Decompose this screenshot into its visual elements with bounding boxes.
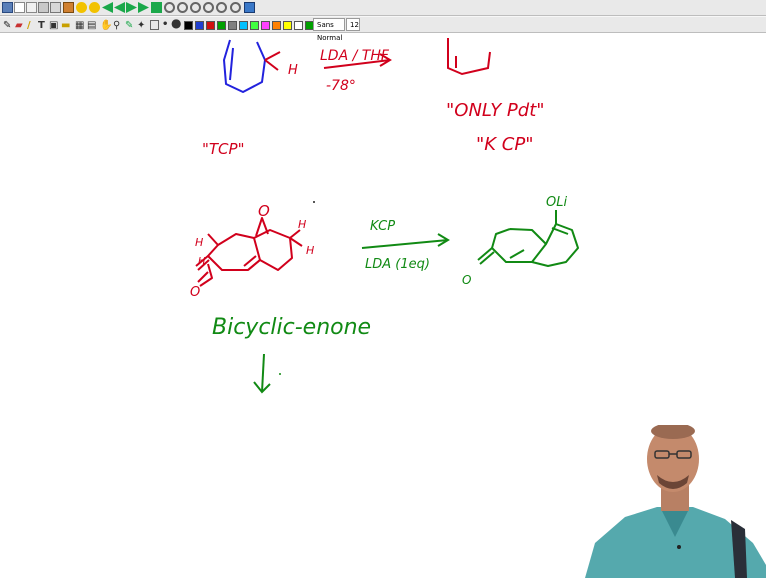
image-icon[interactable]: ▣: [49, 20, 59, 31]
shape-recognizer-icon[interactable]: ⚲: [113, 20, 121, 31]
arrow-reagent-top: KCP: [370, 219, 395, 234]
kinetic-control-label: "K CP": [476, 134, 534, 155]
color-white-swatch[interactable]: [294, 21, 303, 30]
zoom-fit-icon[interactable]: [190, 2, 201, 13]
enolate-oli-label: OLi: [546, 195, 567, 210]
last-page-icon[interactable]: [138, 2, 149, 13]
cut-icon[interactable]: [38, 2, 49, 13]
color-red-swatch[interactable]: [206, 21, 215, 30]
eraser-icon[interactable]: ▰: [15, 20, 23, 31]
first-page-icon[interactable]: [102, 2, 113, 13]
ink-layer: H LDA / THF -78° "ONLY Pdt" "K CP" "TCP": [190, 38, 579, 394]
undo-icon[interactable]: [76, 2, 87, 13]
color-orange-swatch[interactable]: [272, 21, 281, 30]
next-page-icon[interactable]: [126, 2, 137, 13]
paste-icon[interactable]: [63, 2, 74, 13]
hand-icon[interactable]: ✋: [100, 20, 113, 31]
zoom-out-icon[interactable]: [177, 2, 188, 13]
top-reaction-arrow: [323, 53, 392, 69]
cyclohexene-h-label: H: [288, 63, 298, 78]
color-blue-swatch[interactable]: [195, 21, 204, 30]
color-yellow-swatch[interactable]: [283, 21, 292, 30]
cyclohexene-structure: [223, 39, 266, 93]
enone-oxygen-label: O: [190, 285, 200, 300]
thermodynamic-control-label: "TCP": [202, 140, 244, 158]
ink-dot: [279, 373, 281, 375]
save-icon[interactable]: [26, 2, 37, 13]
color-gray-swatch[interactable]: [228, 21, 237, 30]
top-product-structure: [447, 38, 491, 76]
medium-dot-icon[interactable]: ●: [171, 16, 182, 30]
product-oxygen-label: O: [462, 273, 471, 287]
default-eraser-icon[interactable]: ✦: [137, 20, 146, 31]
arrow-reagent-bottom: LDA (1eq): [365, 257, 430, 272]
temperature-label: -78°: [326, 78, 356, 94]
default-pen-icon[interactable]: ✎: [125, 20, 134, 31]
prev-page-icon[interactable]: [114, 2, 125, 13]
select-rect-icon[interactable]: ▦: [75, 20, 85, 31]
new-icon[interactable]: [2, 2, 13, 13]
bicyclic-enone-structure: [195, 217, 303, 287]
alpha-h-label-bottom: H: [198, 256, 206, 267]
redo-icon[interactable]: [89, 2, 100, 13]
color-black-swatch[interactable]: [184, 21, 193, 30]
color-lightgreen-swatch[interactable]: [250, 21, 259, 30]
select-region-icon[interactable]: ▤: [87, 20, 97, 31]
ruler-icon[interactable]: ▬: [61, 20, 71, 31]
gamma-h-label-top: H: [298, 218, 306, 231]
main-reaction-arrow: [361, 233, 450, 249]
fullscreen-icon[interactable]: [244, 2, 255, 13]
zoom-in-icon[interactable]: [164, 2, 175, 13]
down-arrow: [253, 353, 271, 394]
thickness-icon[interactable]: [150, 20, 159, 30]
pen-icon[interactable]: ✎: [3, 20, 12, 31]
zoom-page-icon[interactable]: [216, 2, 227, 13]
highlighter-icon[interactable]: /: [27, 20, 31, 31]
zoom-custom-icon[interactable]: [230, 2, 241, 13]
presenter-figure: [585, 423, 766, 578]
copy-icon[interactable]: [50, 2, 61, 13]
page-icon[interactable]: [151, 2, 162, 13]
bicyclic-enone-caption: Bicyclic-enone: [212, 315, 371, 340]
only-product-label: "ONLY Pdt": [446, 100, 545, 121]
font-name-field[interactable]: Sans Normal: [313, 18, 345, 42]
cyclohexene-h-bond: [264, 51, 281, 71]
zoom-width-icon[interactable]: [203, 2, 214, 13]
ketone-oxygen-label: O: [258, 202, 270, 220]
enolate-product-structure: [477, 210, 579, 267]
stray-dot: [313, 201, 315, 203]
color-green-swatch[interactable]: [217, 21, 226, 30]
top-reagent-label: LDA / THF: [320, 48, 390, 64]
color-lightblue-swatch[interactable]: [239, 21, 248, 30]
open-icon[interactable]: [14, 2, 25, 13]
drawing-canvas[interactable]: H LDA / THF -78° "ONLY Pdt" "K CP" "TCP": [0, 34, 766, 578]
thin-dot-icon[interactable]: •: [162, 19, 169, 30]
gamma-h-label: H: [306, 244, 314, 257]
main-toolbar: [0, 0, 766, 16]
color-magenta-swatch[interactable]: [261, 21, 270, 30]
text-icon[interactable]: T: [38, 20, 45, 31]
font-size-field[interactable]: 12: [346, 18, 360, 31]
pen-toolbar: ✎ ▰ / T ▣ ▬ ▦ ▤ ✋ ⚲ ✎ ✦ • ● Sans Normal …: [0, 16, 766, 42]
presenter-video: [585, 423, 766, 578]
alpha-h-label-top: H: [195, 236, 203, 249]
